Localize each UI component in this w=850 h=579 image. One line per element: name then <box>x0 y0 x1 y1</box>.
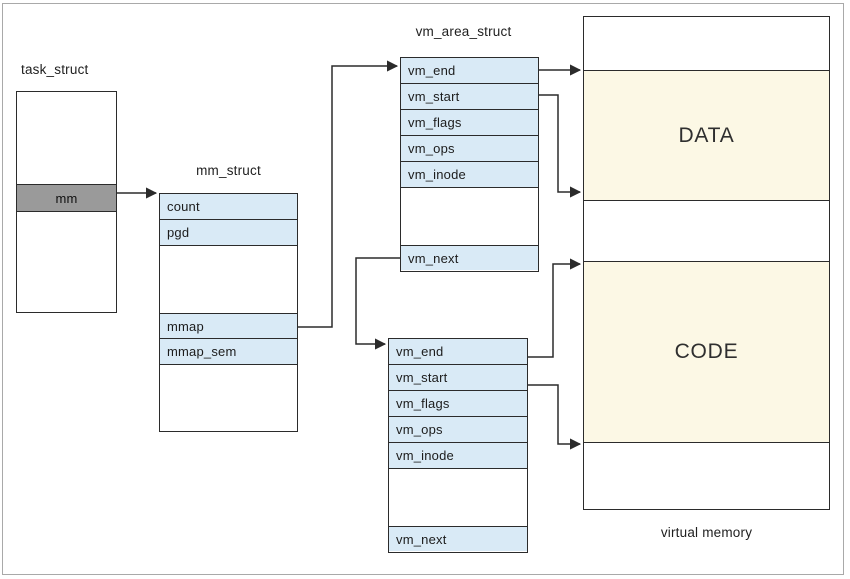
task-struct-title: task_struct <box>21 62 89 77</box>
connector-vma1-vm-start-to-data-bottom <box>538 94 582 198</box>
vma2-field-vm-flags: vm_flags <box>389 391 527 417</box>
mm-struct-title: mm_struct <box>196 163 261 178</box>
field-mmap-sem: mmap_sem <box>160 339 297 365</box>
segment-data: DATA <box>584 70 829 201</box>
vma2-field-vm-end: vm_end <box>389 339 527 365</box>
vma1-field-vm-ops: vm_ops <box>401 136 538 162</box>
connector-vma1-vm-next-to-vma2 <box>355 257 401 350</box>
virtual-memory-caption: virtual memory <box>660 525 753 540</box>
segment-code: CODE <box>584 261 829 443</box>
field-pgd: pgd <box>160 220 297 246</box>
vma1-field-vm-inode: vm_inode <box>401 162 538 188</box>
vm-area-struct-title: vm_area_struct <box>415 24 512 39</box>
vma2-field-vm-inode: vm_inode <box>389 443 527 469</box>
vma2-box: vm_end vm_start vm_flags vm_ops vm_inode… <box>388 338 528 553</box>
connector-mmap-to-vma1-vm-end <box>297 60 399 328</box>
vma2-field-vm-next: vm_next <box>389 526 527 551</box>
connector-vma2-vm-start-to-code-bottom <box>527 384 582 450</box>
task-struct-box: mm <box>16 91 117 313</box>
vma1-box: vm_end vm_start vm_flags vm_ops vm_inode… <box>400 57 539 272</box>
field-mmap: mmap <box>160 313 297 339</box>
vma1-field-vm-next: vm_next <box>401 245 538 270</box>
connector-vma2-vm-end-to-code-top <box>527 258 582 358</box>
vma1-field-vm-end: vm_end <box>401 58 538 84</box>
vma2-field-vm-ops: vm_ops <box>389 417 527 443</box>
virtual-memory-box: DATA CODE <box>583 16 830 510</box>
vma1-field-vm-start: vm_start <box>401 84 538 110</box>
vma1-field-vm-flags: vm_flags <box>401 110 538 136</box>
vma2-field-vm-start: vm_start <box>389 365 527 391</box>
field-mm: mm <box>17 184 116 212</box>
field-count: count <box>160 194 297 220</box>
mm-struct-box: count pgd mmap mmap_sem <box>159 193 298 432</box>
